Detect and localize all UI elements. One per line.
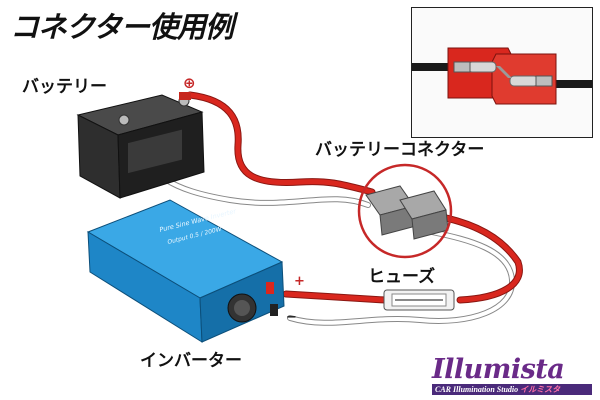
connector-closeup-inset bbox=[411, 7, 593, 138]
illumista-logo: Illumista CAR Illumination Studio イルミスタ bbox=[432, 354, 592, 395]
inverter-plus-symbol: + bbox=[294, 274, 305, 289]
connector-highlight-circle bbox=[357, 163, 453, 259]
inverter bbox=[86, 199, 285, 343]
battery-plus-symbol: ⊕ bbox=[183, 74, 196, 92]
battery-connector-label: バッテリーコネクター bbox=[315, 140, 485, 160]
logo-wordmark: Illumista bbox=[432, 354, 565, 385]
fuse-label: ヒューズ bbox=[368, 267, 436, 287]
inverter-label: インバーター bbox=[140, 351, 242, 371]
positive-wire bbox=[186, 91, 523, 304]
battery-connector bbox=[365, 185, 449, 240]
battery bbox=[76, 92, 205, 199]
logo-subtitle-kana: イルミスタ bbox=[520, 385, 561, 394]
connector-closeup-illustration bbox=[412, 47, 592, 105]
logo-subtitle-bar: CAR Illumination Studio イルミスタ bbox=[432, 384, 592, 395]
logo-subtitle: CAR Illumination Studio bbox=[435, 385, 519, 394]
battery-label: バッテリー bbox=[22, 77, 107, 97]
inverter-minus-symbol: − bbox=[286, 310, 297, 325]
fuse bbox=[383, 289, 455, 311]
page-title: コネクター使用例 bbox=[10, 10, 234, 44]
